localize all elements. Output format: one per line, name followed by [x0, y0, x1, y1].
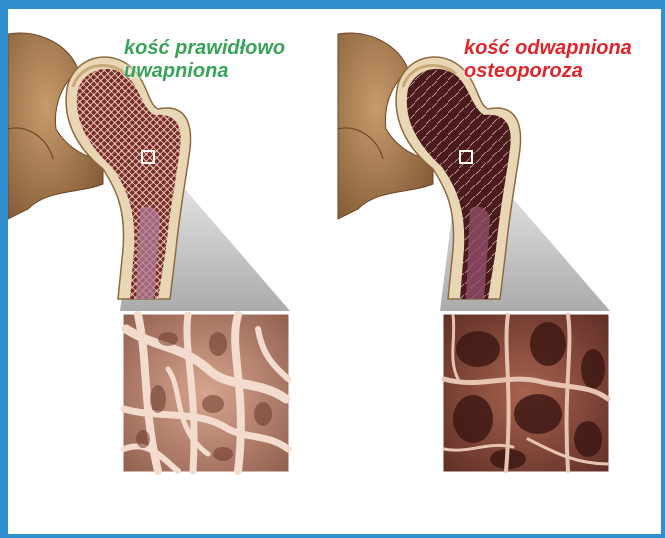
osteoporosis-bone-panel [338, 33, 610, 473]
label-osteo-line2: osteoporoza [464, 60, 632, 83]
illustration [8, 9, 661, 534]
label-osteo-line1: kość odwapniona [464, 37, 632, 60]
closeup-normal [122, 313, 290, 473]
normal-bone-panel [8, 33, 290, 473]
closeup-osteo [442, 313, 610, 473]
label-normal-line2: uwapniona [124, 60, 285, 83]
label-normal-line1: kość prawidłowo [124, 37, 285, 60]
label-normal-bone: kość prawidłowo uwapniona [124, 37, 285, 83]
label-osteoporosis: kość odwapniona osteoporoza [464, 37, 632, 83]
